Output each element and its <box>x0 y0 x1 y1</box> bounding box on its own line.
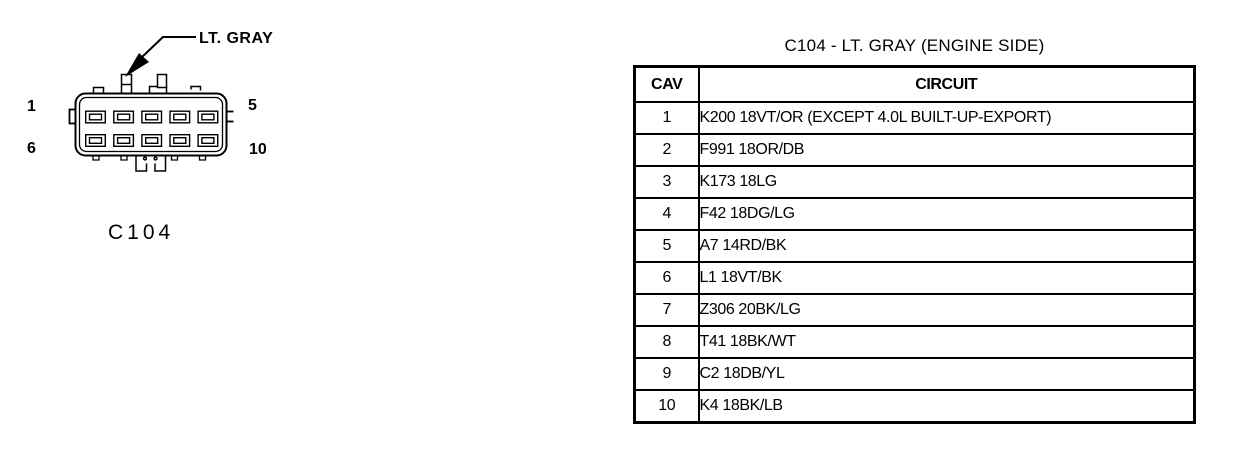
table-row: 8 T41 18BK/WT <box>633 325 1196 359</box>
pin-label-6: 6 <box>27 140 36 157</box>
circuit-cell: Z306 20BK/LG <box>697 293 1196 327</box>
circuit-cell: L1 18VT/BK <box>697 261 1196 295</box>
connector-color-label: LT. GRAY <box>199 30 274 47</box>
table-title: C104 - LT. GRAY (ENGINE SIDE) <box>784 36 1045 55</box>
table-header-row: CAV CIRCUIT <box>633 65 1196 103</box>
circuit-cell: C2 18DB/YL <box>697 357 1196 391</box>
circuit-cell: F42 18DG/LG <box>697 197 1196 231</box>
col-header-circuit: CIRCUIT <box>697 65 1196 103</box>
cav-cell: 4 <box>633 197 700 231</box>
table-row: 7 Z306 20BK/LG <box>633 293 1196 327</box>
connector-latch <box>135 154 167 172</box>
table-row: 4 F42 18DG/LG <box>633 197 1196 231</box>
table-row: 5 A7 14RD/BK <box>633 229 1196 263</box>
pinout-table: CAV CIRCUIT 1 K200 18VT/OR (EXCEPT 4.0L … <box>633 65 1196 424</box>
table-row: 10 K4 18BK/LB <box>633 389 1196 424</box>
table-row: 3 K173 18LG <box>633 165 1196 199</box>
cav-cell: 10 <box>633 389 700 424</box>
circuit-cell: T41 18BK/WT <box>697 325 1196 359</box>
circuit-cell: K200 18VT/OR (EXCEPT 4.0L BUILT-UP-EXPOR… <box>697 101 1196 135</box>
pin-label-1: 1 <box>27 98 36 115</box>
circuit-cell: K4 18BK/LB <box>697 389 1196 424</box>
table-row: 1 K200 18VT/OR (EXCEPT 4.0L BUILT-UP-EXP… <box>633 101 1196 135</box>
cav-cell: 6 <box>633 261 700 295</box>
pinout-table-section: C104 - LT. GRAY (ENGINE SIDE) CAV CIRCUI… <box>633 36 1196 424</box>
table-row: 2 F991 18OR/DB <box>633 133 1196 167</box>
mounting-tabs-bottom <box>92 154 207 161</box>
cav-cell: 3 <box>633 165 700 199</box>
circuit-cell: K173 18LG <box>697 165 1196 199</box>
table-row: 9 C2 18DB/YL <box>633 357 1196 391</box>
table-row: 6 L1 18VT/BK <box>633 261 1196 295</box>
cav-cell: 1 <box>633 101 700 135</box>
color-callout-arrow <box>125 36 196 77</box>
circuit-cell: A7 14RD/BK <box>697 229 1196 263</box>
connector-drawing <box>68 36 234 172</box>
cav-cell: 8 <box>633 325 700 359</box>
cav-cell: 7 <box>633 293 700 327</box>
circuit-cell: F991 18OR/DB <box>697 133 1196 167</box>
pin-label-5: 5 <box>248 97 257 114</box>
cav-cell: 2 <box>633 133 700 167</box>
connector-id-label: C104 <box>108 221 175 244</box>
pin-label-10: 10 <box>249 141 267 158</box>
col-header-cav: CAV <box>633 65 700 103</box>
cav-cell: 9 <box>633 357 700 391</box>
connector-diagram: LT. GRAY 1 5 6 10 C104 <box>0 0 320 280</box>
cav-cell: 5 <box>633 229 700 263</box>
